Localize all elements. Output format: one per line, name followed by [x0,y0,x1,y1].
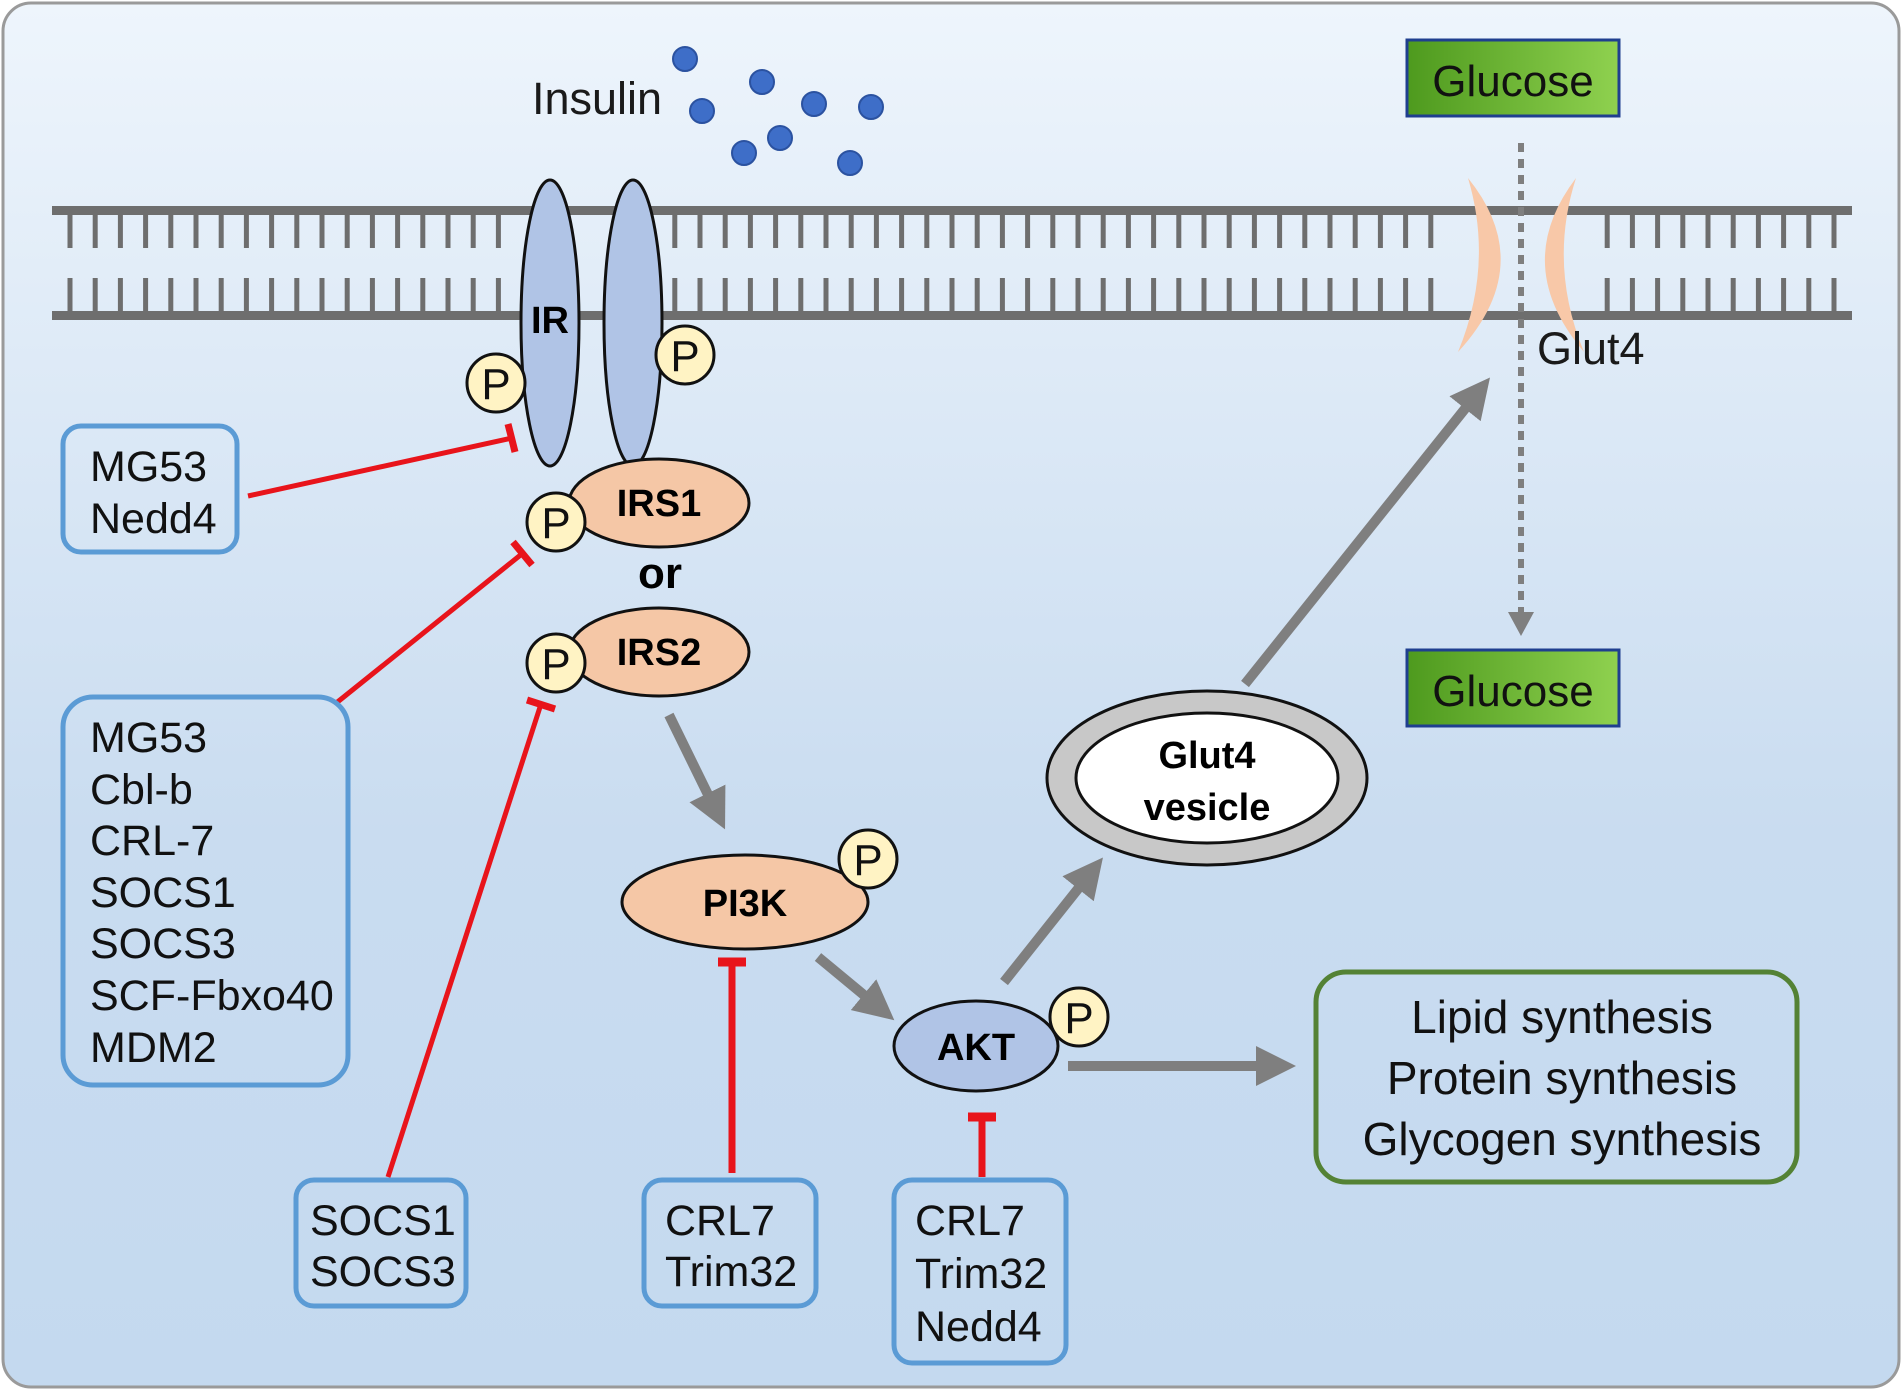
box-akt-inhibitors: CRL7 Trim32 Nedd4 [891,1177,1069,1366]
outcome-2: Glycogen synthesis [1363,1113,1762,1165]
irs2-inhibitor-0: SOCS1 [310,1197,456,1245]
arrow-akt-to-vesicle [1000,857,1103,986]
irs1-inhibitor-4: SOCS3 [90,920,236,968]
insulin-molecules [672,46,884,176]
pi3k-label: PI3K [703,883,788,925]
svg-text:P: P [670,332,699,381]
phospho-ir-right: P [654,324,716,386]
akt-inhibitor-1: Trim32 [915,1250,1047,1298]
glut4-vesicle-label-line2: vesicle [1144,787,1271,829]
phospho-pi3k: P [837,828,899,890]
glut4-vesicle [1045,689,1369,867]
akt-label: AKT [937,1027,1015,1069]
svg-text:P: P [481,360,510,409]
arrow-pi3k-to-akt [814,953,895,1021]
insulin-label: Insulin [532,73,662,124]
inhibit-pi3k [718,957,746,1173]
irs1-inhibitor-6: MDM2 [90,1024,217,1072]
irs1-inhibitor-0: MG53 [90,714,207,762]
irs2-label: IRS2 [617,632,701,674]
irs2-inhibitor-1: SOCS3 [310,1248,456,1296]
ir-inhibitor-1: Nedd4 [90,495,217,543]
irs1-inhibitor-5: SCF-Fbxo40 [90,972,334,1020]
glucose-transport-arrowhead [1508,612,1534,636]
svg-text:P: P [1064,994,1093,1043]
or-label: or [638,549,682,598]
akt-node [892,999,1060,1093]
akt-inhibitor-0: CRL7 [915,1197,1025,1245]
glucose-intracellular: Glucose [1405,648,1621,728]
inhibit-ir [247,423,519,499]
pi3k-node [620,853,870,951]
glut4-transporter [1458,178,1584,352]
glut4-label: Glut4 [1537,323,1645,374]
svg-text:P: P [541,499,570,548]
glucose-bottom-label: Glucose [1432,667,1593,716]
svg-text:P: P [541,640,570,689]
glucose-top-label: Glucose [1432,57,1593,106]
akt-inhibitor-2: Nedd4 [915,1303,1042,1351]
phospho-akt: P [1048,986,1110,1048]
phospho-irs2: P [525,632,587,694]
inhibit-akt [968,1112,996,1177]
pi3k-inhibitor-0: CRL7 [665,1197,775,1245]
arrow-irs-to-pi3k [664,712,726,830]
inhibit-irs2 [385,696,557,1178]
irs1-inhibitor-2: CRL-7 [90,817,214,865]
irs1-inhibitor-3: SOCS1 [90,869,236,917]
arrow-vesicle-to-membrane [1241,377,1490,688]
outcome-1: Protein synthesis [1387,1052,1737,1104]
glucose-extracellular: Glucose [1405,38,1621,118]
phospho-irs1: P [525,491,587,553]
box-irs2-inhibitors: SOCS1 SOCS3 [293,1177,469,1309]
svg-text:P: P [853,836,882,885]
insulin-receptor [519,178,664,468]
ir-inhibitor-0: MG53 [90,443,207,491]
irs1-inhibitor-1: Cbl-b [90,766,193,814]
box-pi3k-inhibitors: CRL7 Trim32 [641,1177,819,1309]
box-irs1-inhibitors: MG53 Cbl-b CRL-7 SOCS1 SOCS3 SCF-Fbxo40 … [60,694,351,1088]
cell-membrane [52,206,1852,320]
phospho-ir-left: P [465,352,527,414]
box-outcomes: Lipid synthesis Protein synthesis Glycog… [1313,969,1800,1185]
pi3k-inhibitor-1: Trim32 [665,1248,797,1296]
ir-label: IR [531,300,569,342]
glut4-vesicle-label-line1: Glut4 [1158,735,1255,777]
outcome-0: Lipid synthesis [1411,991,1713,1043]
irs1-label: IRS1 [617,483,701,525]
box-ir-inhibitors: MG53 Nedd4 [60,423,240,555]
inhibit-irs1 [333,539,535,706]
